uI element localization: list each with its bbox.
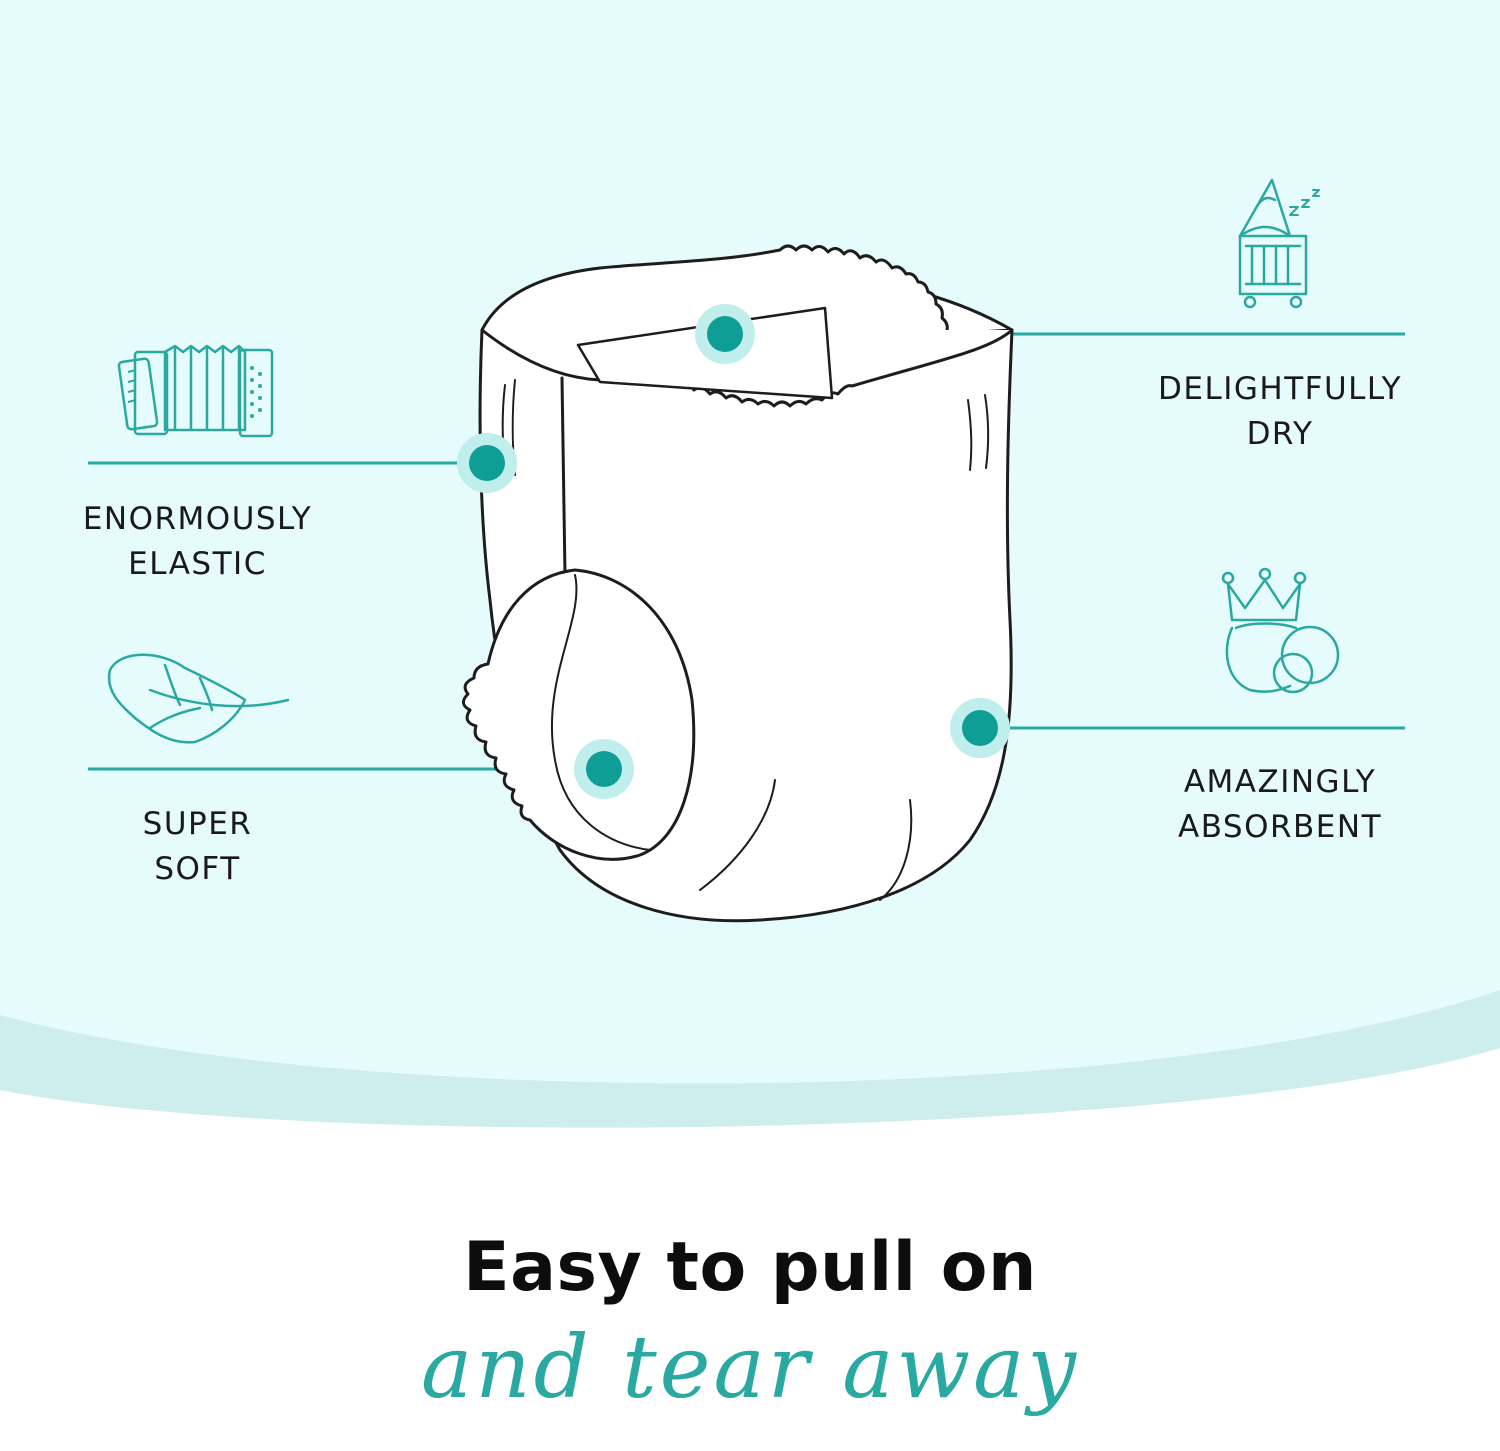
- feature-label-enormously-elastic: ENORMOUSLY ELASTIC: [60, 497, 335, 587]
- side-seam: [560, 376, 567, 577]
- dot-dry: [707, 316, 743, 352]
- feature-label-line2: DRY: [1246, 416, 1314, 452]
- crease-1: [699, 779, 776, 891]
- feature-label-delightfully-dry: DELIGHTFULLY DRY: [1140, 367, 1420, 457]
- gather-right-2: [984, 394, 990, 469]
- leg-cuff-line: [550, 574, 651, 851]
- feature-label-super-soft: SUPER SOFT: [60, 802, 335, 892]
- waistband-rim: [480, 244, 1014, 336]
- feature-label-line1: SUPER: [142, 806, 253, 842]
- dot-soft: [586, 751, 622, 787]
- feather-icon: [107, 653, 290, 744]
- crowned-diaper-icon: [1221, 567, 1340, 694]
- accordion-icon: [117, 344, 274, 438]
- tagline: and tear away: [421, 1318, 1079, 1418]
- feature-label-line1: DELIGHTFULLY: [1157, 371, 1403, 407]
- feature-label-line1: AMAZINGLY: [1183, 764, 1377, 800]
- feature-label-line2: ELASTIC: [128, 546, 267, 582]
- feature-label-line1: ENORMOUSLY: [82, 501, 313, 537]
- callout-dots: [457, 304, 1010, 799]
- crease-2: [879, 799, 913, 901]
- feature-label-amazingly-absorbent: AMAZINGLY ABSORBENT: [1140, 760, 1420, 850]
- feature-label-line2: ABSORBENT: [1177, 809, 1383, 845]
- sleeping-crib-icon: [1238, 178, 1320, 309]
- gather-right-1: [967, 399, 973, 471]
- feature-label-line2: SOFT: [154, 851, 241, 887]
- leg-opening: [462, 568, 696, 861]
- dot-absorbent: [962, 710, 998, 746]
- headline: Easy to pull on: [463, 1228, 1037, 1307]
- dot-elastic: [469, 445, 505, 481]
